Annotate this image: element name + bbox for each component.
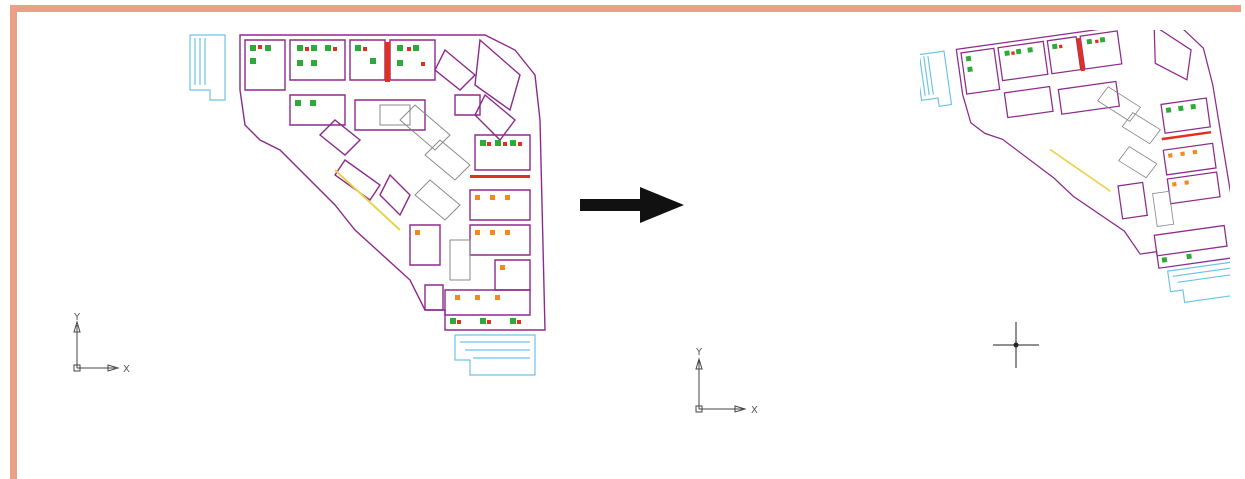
- ucs-x-label-left: X: [123, 364, 130, 375]
- wall-outline-rotated: [955, 30, 1230, 269]
- ucs-axis-icon-right: Y X: [695, 347, 758, 416]
- ucs-y-label-right: Y: [695, 347, 703, 358]
- slide-frame: [10, 5, 1241, 479]
- wall-outline: [239, 34, 546, 331]
- stairs-bottom-right: [454, 334, 536, 376]
- ucs-axis-icon-left: Y X: [73, 312, 130, 375]
- ucs-y-label-left: Y: [73, 312, 81, 323]
- stairs-top-left: [189, 34, 226, 101]
- floor-plan-after: [920, 30, 1230, 303]
- stairs-bottom-right-rotated: [1167, 261, 1230, 303]
- right-arrow-icon: [580, 187, 684, 223]
- yellow-diagonal: [334, 169, 401, 231]
- furniture-marks: [250, 42, 530, 324]
- stairs-top-left-rotated: [920, 50, 953, 107]
- corridor-cells: [379, 104, 471, 281]
- corridor-cells-rotated: [1097, 86, 1175, 227]
- crosshair-cursor-icon: [993, 322, 1039, 368]
- floor-plan-before: [189, 34, 546, 376]
- ucs-x-label-right: X: [751, 405, 758, 416]
